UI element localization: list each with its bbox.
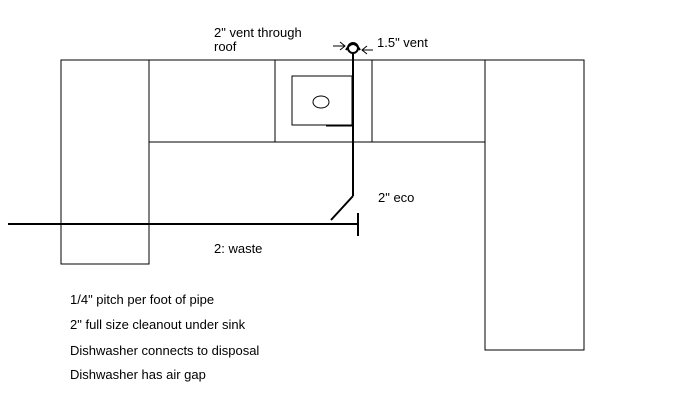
sink <box>291 75 353 126</box>
upper-counter-run <box>148 59 486 143</box>
cabinet-outlines <box>60 59 585 351</box>
vent-1-5-label: 1.5" vent <box>377 35 428 50</box>
right-cabinet <box>484 59 585 351</box>
note-dishwasher-disposal: Dishwasher connects to disposal <box>70 343 259 358</box>
vent-1-5-arrow-head <box>361 45 368 55</box>
vent-fitting-cap <box>345 43 361 51</box>
note-pitch: 1/4" pitch per foot of pipe <box>70 292 214 307</box>
eco-label: 2" eco <box>378 190 414 205</box>
left-cabinet <box>60 59 150 265</box>
waste-label: 2: waste <box>214 241 262 256</box>
vent-roof-arrow-head <box>339 41 346 51</box>
note-air-gap: Dishwasher has air gap <box>70 367 206 382</box>
sink-drain <box>312 95 330 109</box>
vent-through-roof-label-line1: 2" vent through <box>214 25 302 40</box>
note-cleanout: 2" full size cleanout under sink <box>70 317 246 332</box>
vent-through-roof-label-line2: roof <box>214 39 237 54</box>
sink-basin <box>291 75 353 126</box>
vent-fitting <box>345 42 361 54</box>
eco-diagonal <box>330 195 354 221</box>
leader-arrows <box>333 41 373 55</box>
plumbing-lines <box>8 52 359 236</box>
